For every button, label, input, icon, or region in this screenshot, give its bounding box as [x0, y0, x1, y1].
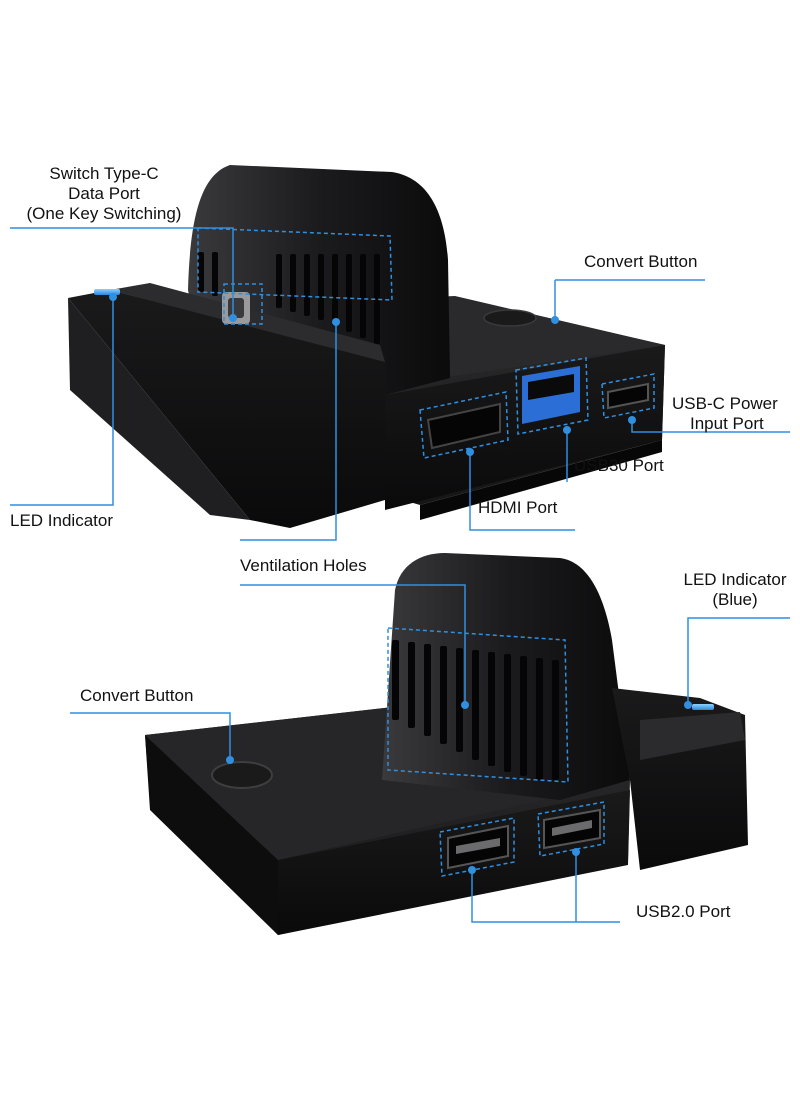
top-convert-button-graphic	[483, 309, 537, 327]
bottom-led-light	[692, 704, 714, 710]
label-usb-c-line-2: Input Port	[690, 414, 764, 433]
label-usb30-port: USB30 Port	[574, 456, 664, 475]
label-usb-c-line-1: USB-C Power	[672, 394, 778, 413]
label-led-indicator-top: LED Indicator	[10, 511, 113, 530]
label-led-blue-line-2: (Blue)	[712, 590, 758, 609]
label-type-c-line-3: (One Key Switching)	[26, 204, 182, 223]
bottom-vent-slots	[392, 640, 559, 780]
top-usbc-port-graphic	[607, 382, 649, 410]
label-led-blue-line-1: LED Indicator	[683, 570, 787, 589]
top-vent-slots	[198, 252, 380, 344]
bottom-callout-lines	[70, 584, 790, 923]
label-hdmi-port: HDMI Port	[478, 498, 558, 517]
top-hdmi-port-graphic	[426, 402, 501, 450]
label-convert-button-top: Convert Button	[584, 252, 698, 271]
label-usb20-port: USB2.0 Port	[636, 902, 731, 921]
dock-bottom-view	[70, 553, 790, 935]
top-led-light	[94, 289, 120, 295]
label-type-c-data-port: Switch Type-C Data Port (One Key Switchi…	[14, 164, 194, 224]
label-ventilation-holes: Ventilation Holes	[240, 556, 367, 575]
bottom-convert-button-graphic	[211, 761, 273, 789]
label-usb-c-power-input: USB-C Power Input Port	[672, 394, 778, 434]
top-usb3-port-graphic	[522, 366, 580, 424]
label-type-c-line-1: Switch Type-C	[49, 164, 159, 183]
top-callout-lines	[10, 227, 790, 541]
bottom-usb2-port-graphic	[447, 808, 601, 870]
label-convert-button-bottom: Convert Button	[80, 686, 194, 705]
label-led-indicator-blue: LED Indicator (Blue)	[670, 570, 800, 610]
dock-top-view	[10, 165, 790, 541]
label-type-c-line-2: Data Port	[68, 184, 140, 203]
